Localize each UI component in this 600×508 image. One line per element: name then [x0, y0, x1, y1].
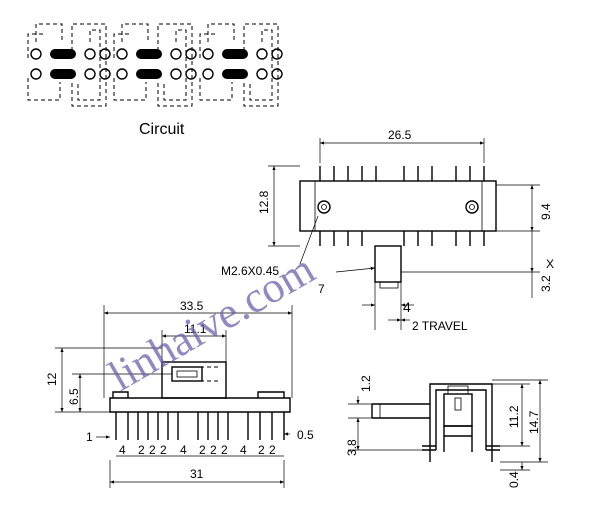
- top-view-body: [299, 180, 497, 232]
- pitch-label: 4: [180, 443, 187, 457]
- front-view: 33.5 11.1 12 6.5 1 0.5 4 2 2 2 4 2 2 2 4…: [45, 299, 314, 488]
- circuit-diagram: Circuit: [27, 23, 283, 138]
- pitch-label: 2: [138, 443, 145, 457]
- pitch-label: 4: [119, 443, 126, 457]
- dim-pin-thickness: 0.5: [297, 428, 314, 442]
- circuit-title: Circuit: [139, 121, 185, 138]
- mounting-hole: [465, 200, 479, 214]
- pitch-label: 2: [210, 443, 217, 457]
- mounting-hole: [317, 200, 331, 214]
- pitch-label: 2: [221, 443, 228, 457]
- dim-x-label: X: [546, 257, 554, 271]
- pitch-label: 2: [269, 443, 276, 457]
- front-pins: [115, 412, 285, 440]
- circuit-unit-2: [113, 23, 197, 107]
- dim-total: 14.7: [527, 410, 541, 434]
- watermark: linhaive.com: [101, 244, 323, 401]
- dim-hole-spacing: 9.4: [539, 203, 553, 220]
- dim-left-offset: 1: [86, 430, 93, 444]
- side-view: 1.2 3.8 11.2 14.7 0.4: [345, 375, 548, 488]
- pitch-label: 2: [160, 443, 167, 457]
- front-view-knob: [161, 361, 227, 399]
- dim-top: 1.2: [359, 375, 373, 392]
- dim-height: 12: [45, 372, 59, 386]
- dim-base: 31: [190, 467, 204, 481]
- bottom-pins: [319, 231, 485, 246]
- dim-knob-width: 11.1: [184, 322, 207, 336]
- circuit-unit-3: [199, 23, 283, 107]
- dim-offset: 3.2: [539, 275, 553, 292]
- top-pins: [319, 166, 485, 181]
- dim-overall: 33.5: [180, 299, 204, 313]
- dim-mid: 11.2: [507, 405, 521, 428]
- dim-height: 12.8: [257, 190, 271, 214]
- dim-pin: 3.8: [345, 439, 359, 456]
- circuit-unit: [27, 23, 111, 107]
- dim-width: 26.5: [388, 128, 412, 142]
- pitch-label: 4: [240, 443, 247, 457]
- dim-pin-offset: 7: [318, 282, 325, 296]
- front-view-body: [109, 397, 291, 413]
- dim-travel: 2 TRAVEL: [412, 319, 468, 333]
- top-view: 26.5 12.8 9.4 X 3.2 M2.6X0.45 7 4 2 TRAV…: [221, 128, 554, 333]
- side-view-frame: [429, 383, 493, 450]
- thread-spec: M2.6X0.45: [221, 264, 279, 278]
- pitch-label: 2: [149, 443, 156, 457]
- pitch-label: 2: [258, 443, 265, 457]
- dim-tail: 0.4: [507, 471, 521, 488]
- top-view-knob: [374, 245, 402, 283]
- pitch-label: 2: [199, 443, 206, 457]
- dim-knob-height: 6.5: [67, 388, 81, 405]
- dim-knob: 4: [403, 299, 411, 315]
